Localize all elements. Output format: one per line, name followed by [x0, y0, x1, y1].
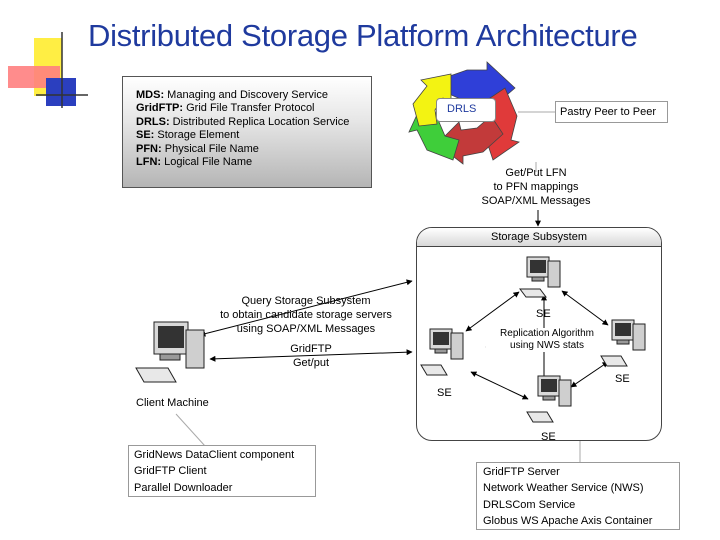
legend-line-drls: DRLS: Distributed Replica Location Servi…	[136, 115, 350, 128]
se-top-right-link	[561, 290, 609, 326]
se-label-left: SE	[437, 387, 452, 399]
gridftp-arrow	[209, 349, 413, 362]
pastry-box: Pastry Peer to Peer	[555, 101, 668, 123]
abbreviation-legend: MDS: Managing and Discovery Service Grid…	[136, 89, 349, 169]
server-component-item: DRLSCom Service	[483, 498, 576, 511]
legend-line-lfn: LFN: Logical File Name	[136, 156, 253, 169]
computer-icon	[526, 375, 572, 423]
se-left-bottom-link	[470, 371, 529, 400]
legend-line-pfn: PFN: Physical File Name	[136, 142, 259, 155]
legend-line-mds: MDS: Managing and Discovery Service	[136, 89, 328, 101]
server-components-box: GridFTP Server Network Weather Service (…	[476, 462, 680, 530]
query-arrow	[199, 279, 413, 337]
se-label-bottom: SE	[541, 431, 556, 443]
client-components-connector	[175, 413, 206, 447]
query-note: Query Storage Subsystem to obtain candid…	[220, 295, 392, 335]
deco-blue-block	[46, 78, 76, 106]
client-machine-label: Client Machine	[136, 397, 209, 409]
server-component-item: Globus WS Apache Axis Container	[483, 514, 653, 527]
decorative-corner-graphic	[8, 32, 88, 108]
storage-subsystem-header: Storage Subsystem	[417, 228, 661, 247]
pastry-label: Pastry Peer to Peer	[560, 106, 656, 118]
server-component-item: Network Weather Service (NWS)	[483, 482, 644, 495]
se-top-left-link	[465, 291, 520, 332]
drls-mapping-note: Get/Put LFN to PFN mappings SOAP/XML Mes…	[481, 167, 591, 207]
abbreviation-legend-box	[122, 76, 372, 188]
legend-line-gridftp: GridFTP: Grid File Transfer Protocol	[136, 102, 315, 115]
se-label-top: SE	[536, 308, 551, 320]
computer-icon	[600, 319, 646, 367]
client-component-item: GridNews DataClient component	[134, 449, 295, 461]
drls-label: DRLS	[447, 103, 477, 115]
server-component-item: GridFTP Server	[483, 466, 560, 478]
replication-note: Replication Algorithm using NWS stats	[486, 328, 608, 352]
client-computer-icon	[135, 321, 205, 383]
client-component-item: Parallel Downloader	[134, 481, 233, 494]
gridftp-note: GridFTP Get/put	[290, 343, 332, 369]
client-components-box: GridNews DataClient component GridFTP Cl…	[128, 445, 316, 497]
page-title: Distributed Storage Platform Architectur…	[88, 18, 638, 53]
legend-line-se: SE: Storage Element	[136, 129, 240, 142]
client-component-item: GridFTP Client	[134, 465, 207, 478]
computer-icon	[519, 256, 561, 298]
se-label-right: SE	[615, 373, 630, 385]
drls-center-box	[436, 98, 496, 122]
computer-icon	[420, 328, 464, 376]
se-right-bottom-link	[570, 361, 609, 388]
